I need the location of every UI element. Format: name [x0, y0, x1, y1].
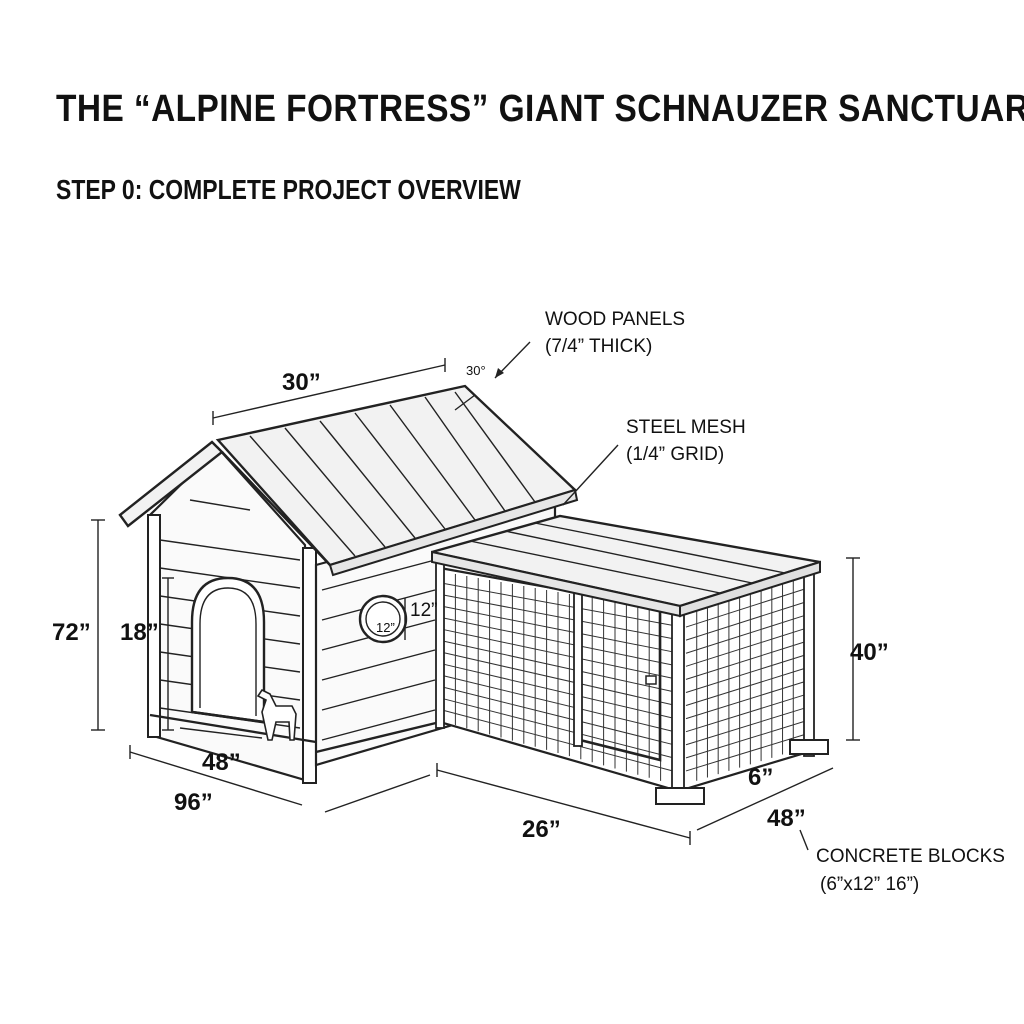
- page-subtitle: STEP 0: COMPLETE PROJECT OVERVIEW: [56, 174, 521, 205]
- run-roof-boards: [469, 522, 786, 594]
- door-height-label: 18”: [120, 619, 159, 646]
- dog-icon: [256, 688, 297, 741]
- porthole-window: [358, 594, 408, 644]
- page-title: THE “ALPINE FORTRESS” GIANT SCHNAUZER SA…: [56, 88, 1024, 130]
- end-mesh-grid: [685, 579, 805, 781]
- gate-latch: [645, 675, 657, 685]
- concrete-blocks-size-label: (6”x12” 16”): [820, 874, 919, 895]
- run-height-label: 40”: [850, 639, 889, 666]
- concrete-block: [789, 739, 829, 755]
- wood-panels-thickness-label: (7/4” THICK): [545, 336, 652, 357]
- roof-boards: [249, 391, 536, 557]
- roof-pitch-label: 30°: [466, 363, 486, 378]
- mesh-run: [431, 514, 829, 805]
- concrete-blocks-label: CONCRETE BLOCKS: [816, 846, 1005, 867]
- window-outer-label: 12”: [410, 600, 437, 621]
- steel-mesh-label: STEEL MESH: [626, 417, 746, 438]
- dimension-lines: [91, 341, 860, 851]
- house-length-label: 96”: [174, 789, 213, 816]
- block-height-label: 6”: [748, 764, 773, 791]
- wood-panels-label: WOOD PANELS: [545, 309, 685, 330]
- window-inner-label: 12”: [376, 620, 395, 635]
- front-mesh-grid: [443, 574, 673, 781]
- door-width-label: 48”: [202, 749, 241, 776]
- steel-mesh-grid-label: (1/4” GRID): [626, 444, 724, 465]
- roof-length-label: 30”: [282, 369, 321, 396]
- arched-door: [190, 576, 266, 724]
- run-width-label: 48”: [767, 805, 806, 832]
- concrete-block: [655, 787, 705, 805]
- total-height-label: 72”: [52, 619, 91, 646]
- run-length-label: 26”: [522, 816, 561, 843]
